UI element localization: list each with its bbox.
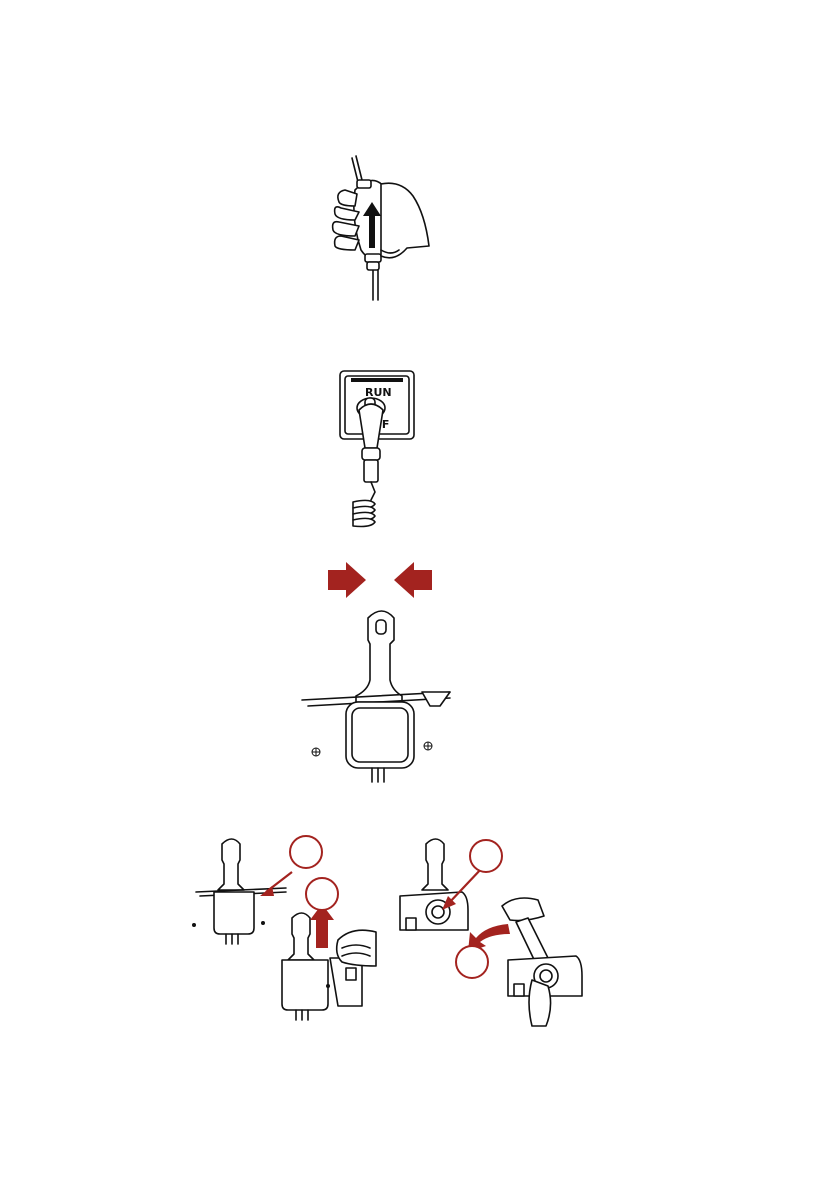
left-control-lower bbox=[282, 878, 376, 1020]
right-control-lower bbox=[456, 898, 582, 1026]
arrow-left-icon bbox=[394, 562, 432, 598]
lanyard-stop-switch-illustration: RUN OFF bbox=[337, 368, 417, 530]
control-handle-neutral-illustration bbox=[302, 560, 462, 782]
arrow-right-icon bbox=[328, 562, 366, 598]
primer-bulb-illustration bbox=[325, 150, 435, 305]
right-control-upper bbox=[400, 839, 502, 930]
control-positions-illustration bbox=[186, 830, 582, 1035]
callout-circle-3 bbox=[470, 840, 502, 872]
run-label: RUN bbox=[365, 386, 392, 399]
callout-circle-2 bbox=[306, 878, 338, 910]
callout-circle-1 bbox=[290, 836, 322, 868]
primer-bulb-icon bbox=[325, 150, 435, 305]
callout-circle-4 bbox=[456, 946, 488, 978]
